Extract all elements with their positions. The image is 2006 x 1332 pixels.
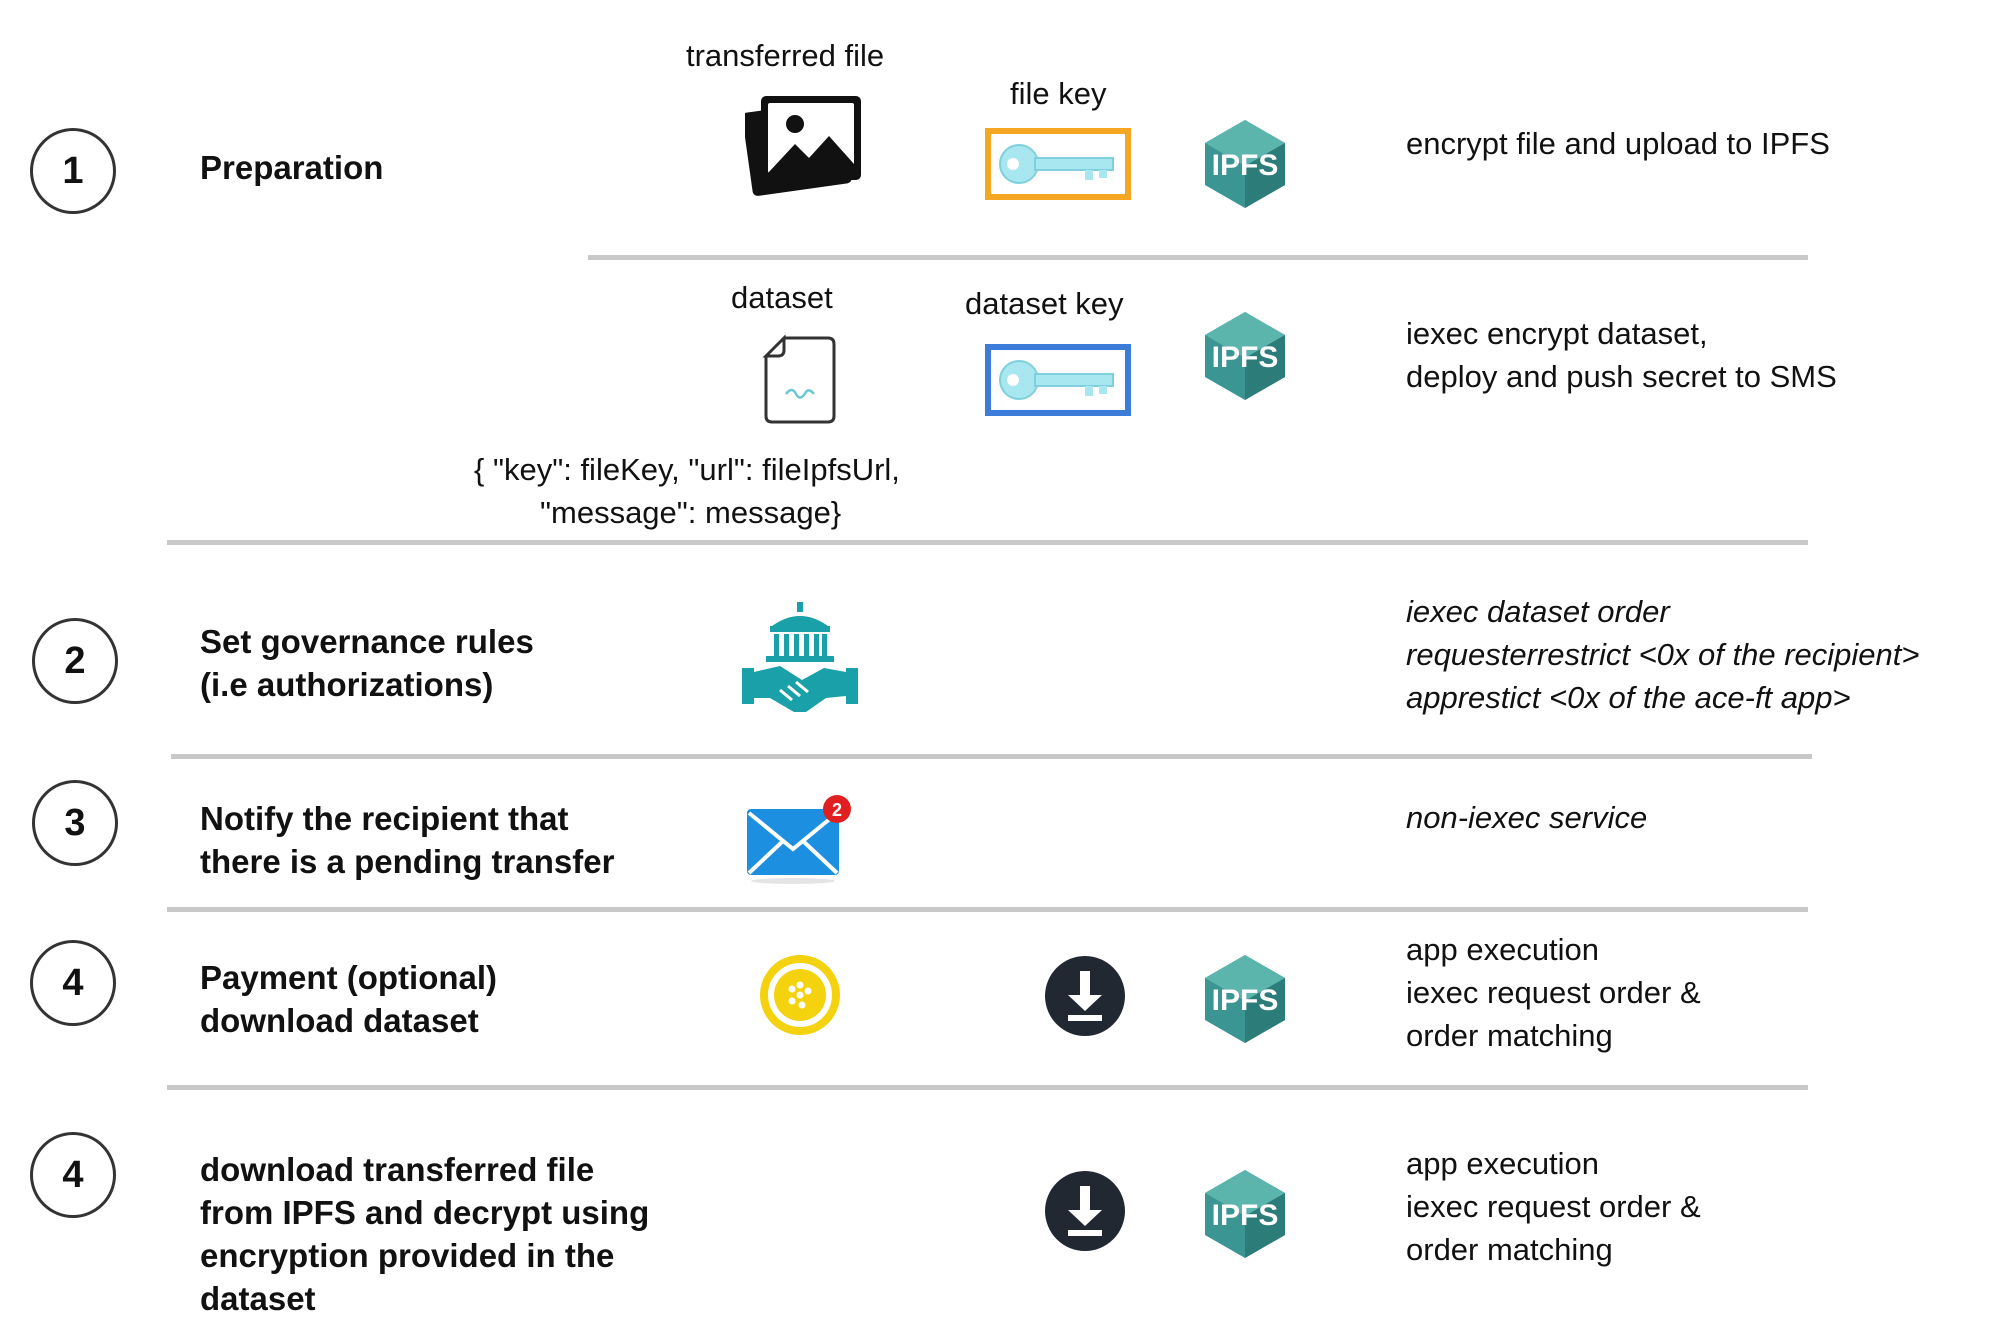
dataset-label: dataset [731, 280, 833, 315]
download-icon [1045, 956, 1125, 1036]
dataset-key-icon [985, 344, 1131, 416]
governance-description: iexec dataset order requesterrestrict <0… [1406, 594, 1920, 715]
download-icon [1045, 1171, 1125, 1251]
step-1-title: Preparation [200, 149, 384, 186]
step-4-title: Payment (optional) download dataset [200, 959, 498, 1039]
step-3-title: Notify the recipient that there is a pen… [200, 800, 615, 880]
dataset-json-line-2: "message": message} [540, 495, 842, 530]
document-icon [762, 334, 836, 424]
step-number: 1 [62, 149, 84, 192]
dataset-json-line-1: { "key": fileKey, "url": fileIpfsUrl, [474, 452, 900, 487]
ipfs-text: IPFS [1212, 149, 1279, 182]
step-3-circle: 3 [32, 780, 118, 866]
ipfs-icon: IPFS [1205, 120, 1285, 208]
ipfs-text: IPFS [1212, 341, 1279, 374]
dataset-key-label: dataset key [965, 286, 1124, 321]
prep-file-description: encrypt file and upload to IPFS [1406, 126, 1830, 161]
step-2-title: Set governance rules (i.e authorizations… [200, 623, 534, 703]
ipfs-text: IPFS [1212, 1199, 1279, 1232]
divider [171, 754, 1812, 759]
step-number: 4 [62, 1153, 84, 1196]
step-number: 3 [64, 801, 86, 844]
file-key-icon [985, 128, 1131, 200]
step-2-circle: 2 [32, 618, 118, 704]
payment-description: app execution iexec request order & orde… [1406, 932, 1701, 1053]
ipfs-icon: IPFS [1205, 1170, 1285, 1258]
governance-handshake-icon [742, 602, 858, 712]
file-key-label: file key [1010, 76, 1107, 111]
mail-badge-count: 2 [832, 800, 842, 820]
download-description: app execution iexec request order & orde… [1406, 1146, 1701, 1267]
notify-description: non-iexec service [1406, 800, 1648, 835]
step-5-circle: 4 [30, 1132, 116, 1218]
ipfs-text: IPFS [1212, 984, 1279, 1017]
divider [167, 907, 1808, 912]
divider [167, 1085, 1808, 1090]
mail-icon: 2 [747, 795, 851, 884]
ipfs-icon: IPFS [1205, 955, 1285, 1043]
transferred-file-label: transferred file [686, 38, 885, 73]
step-4-circle: 4 [30, 940, 116, 1026]
image-file-icon [745, 96, 861, 196]
divider [588, 255, 1808, 260]
ipfs-icon: IPFS [1205, 312, 1285, 400]
step-5-title: download transferred file from IPFS and … [200, 1151, 650, 1317]
step-number: 4 [62, 961, 84, 1004]
rlc-token-icon [760, 955, 840, 1035]
step-1-circle: 1 [30, 128, 116, 214]
step-number: 2 [64, 639, 86, 682]
divider [167, 540, 1808, 545]
prep-dataset-description: iexec encrypt dataset, deploy and push s… [1406, 316, 1837, 394]
